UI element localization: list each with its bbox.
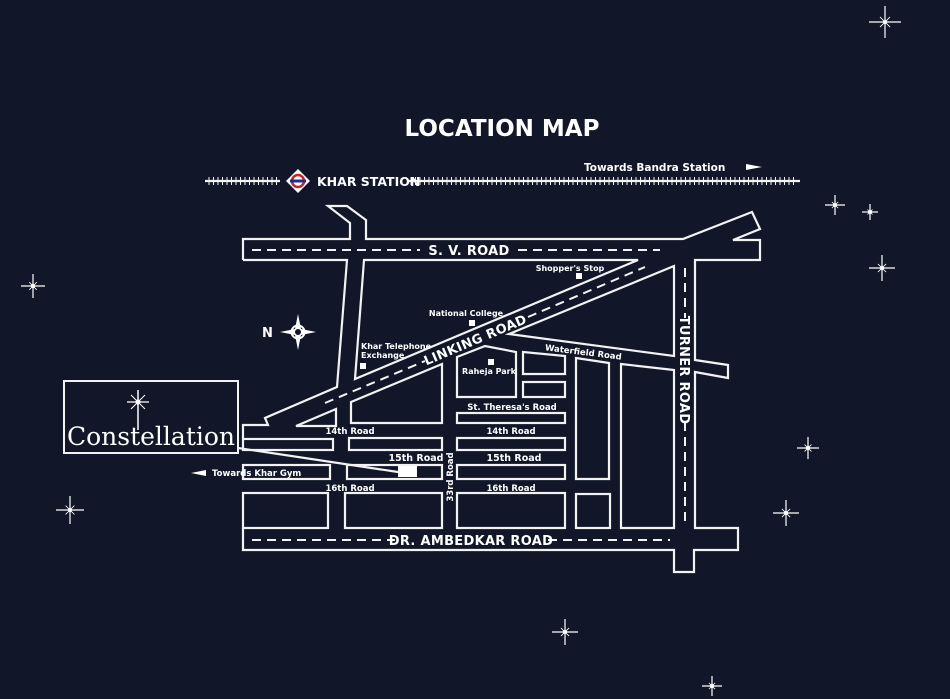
railway-line <box>205 177 800 185</box>
sparkle-icon <box>825 195 845 215</box>
constellation-logo-text: Constellation <box>67 422 235 451</box>
sparkle-icon <box>797 437 819 459</box>
constellation-logo-box <box>63 380 239 454</box>
turner-road-label: TURNER ROAD <box>676 316 691 425</box>
sv-road-label: S. V. ROAD <box>428 244 509 259</box>
shoppers-stop-marker <box>576 273 582 279</box>
16th-road-label-left: 16th Road <box>325 484 374 494</box>
sparkle-icon <box>702 676 722 696</box>
station-icon <box>286 169 310 193</box>
shoppers-stop-label: Shopper's Stop <box>536 264 605 273</box>
station-label: KHAR STATION <box>317 174 420 189</box>
khar-gym-direction-label: Towards Khar Gym <box>212 469 301 479</box>
14th-road-label-right: 14th Road <box>486 427 535 437</box>
linking-road-centreline <box>527 266 646 318</box>
st-theresas-road-label: St. Theresa's Road <box>467 403 557 413</box>
sparkle-icon <box>773 500 799 526</box>
national-college-label: National College <box>429 309 504 318</box>
sparkle-icon <box>869 255 895 281</box>
telephone-exchange-label-2: Exchange <box>361 351 405 360</box>
sparkle-icon <box>862 204 878 220</box>
bandra-direction-label: Towards Bandra Station <box>584 162 725 174</box>
telephone-exchange-marker <box>360 363 366 369</box>
sparkle-icon <box>869 6 901 38</box>
sparkle-icon <box>56 496 84 524</box>
compass-north-label: N <box>262 326 273 341</box>
ambedkar-road-label: DR. AMBEDKAR ROAD <box>389 534 553 549</box>
road-network <box>237 204 762 574</box>
14th-road-label-left: 14th Road <box>325 427 374 437</box>
compass-icon <box>280 314 316 350</box>
raheja-park-label: Raheja Park <box>462 367 517 376</box>
constellation-site-marker <box>398 466 417 477</box>
telephone-exchange-label: Khar Telephone <box>361 342 432 351</box>
national-college-marker <box>469 320 475 326</box>
15th-road-label-left: 15th Road <box>389 453 444 464</box>
15th-road-label-right: 15th Road <box>487 453 542 464</box>
map-title: LOCATION MAP <box>405 116 600 142</box>
sparkle-icon <box>21 274 45 298</box>
arrow-left-icon <box>191 470 206 476</box>
sparkle-icon <box>552 619 578 645</box>
raheja-park-marker <box>488 359 494 365</box>
16th-road-label-right: 16th Road <box>486 484 535 494</box>
arrow-right-icon <box>746 164 762 170</box>
33rd-road-label: 33rd Road <box>446 452 456 501</box>
linking-road-centreline <box>324 360 426 404</box>
logo-star-icon <box>127 390 149 430</box>
